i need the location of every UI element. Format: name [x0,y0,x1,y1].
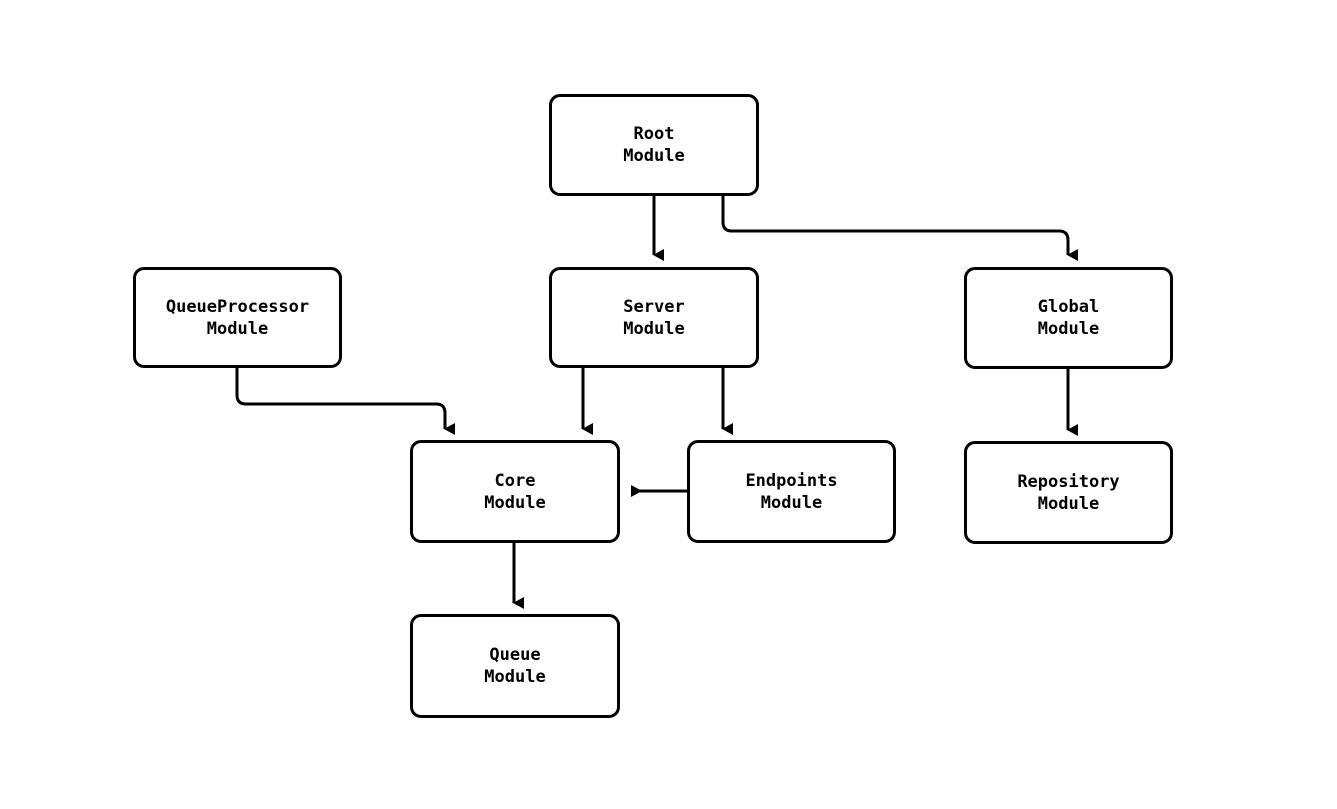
node-server-module-line1: Server [623,296,685,317]
node-repository-module-line1: Repository [1017,471,1120,492]
node-core-module-line2: Module [484,492,546,513]
node-queue-module-line2: Module [484,667,546,687]
node-core-module[interactable]: Core Module [410,440,620,543]
node-repository-module[interactable]: Repository Module [964,441,1173,544]
node-endpoints-module-line2: Module [760,492,823,513]
node-root-module-line1: Root [633,124,675,144]
node-repository-module-line2: Module [1037,493,1100,514]
node-endpoints-module[interactable]: Endpoints Module [687,440,896,543]
node-queue-module[interactable]: Queue Module [410,614,620,718]
node-root-module-line2: Module [623,146,685,166]
node-core-module-line1: Core [494,470,536,491]
node-queueprocessor-module-line1: QueueProcessor [165,296,310,317]
node-root-module[interactable]: Root Module [549,94,759,196]
node-global-module-line2: Module [1037,319,1100,339]
node-global-module-line1: Global [1037,297,1100,317]
node-global-module[interactable]: Global Module [964,267,1173,369]
edge-queueprocessor-to-core [235,368,455,435]
node-server-module[interactable]: Server Module [549,267,759,368]
node-queueprocessor-module[interactable]: QueueProcessor Module [133,267,342,368]
node-queueprocessor-module-line2: Module [206,318,269,339]
node-queue-module-line1: Queue [489,645,541,665]
node-server-module-line2: Module [623,318,685,339]
edge-root-to-global [721,196,1078,261]
node-endpoints-module-line1: Endpoints [745,470,838,491]
